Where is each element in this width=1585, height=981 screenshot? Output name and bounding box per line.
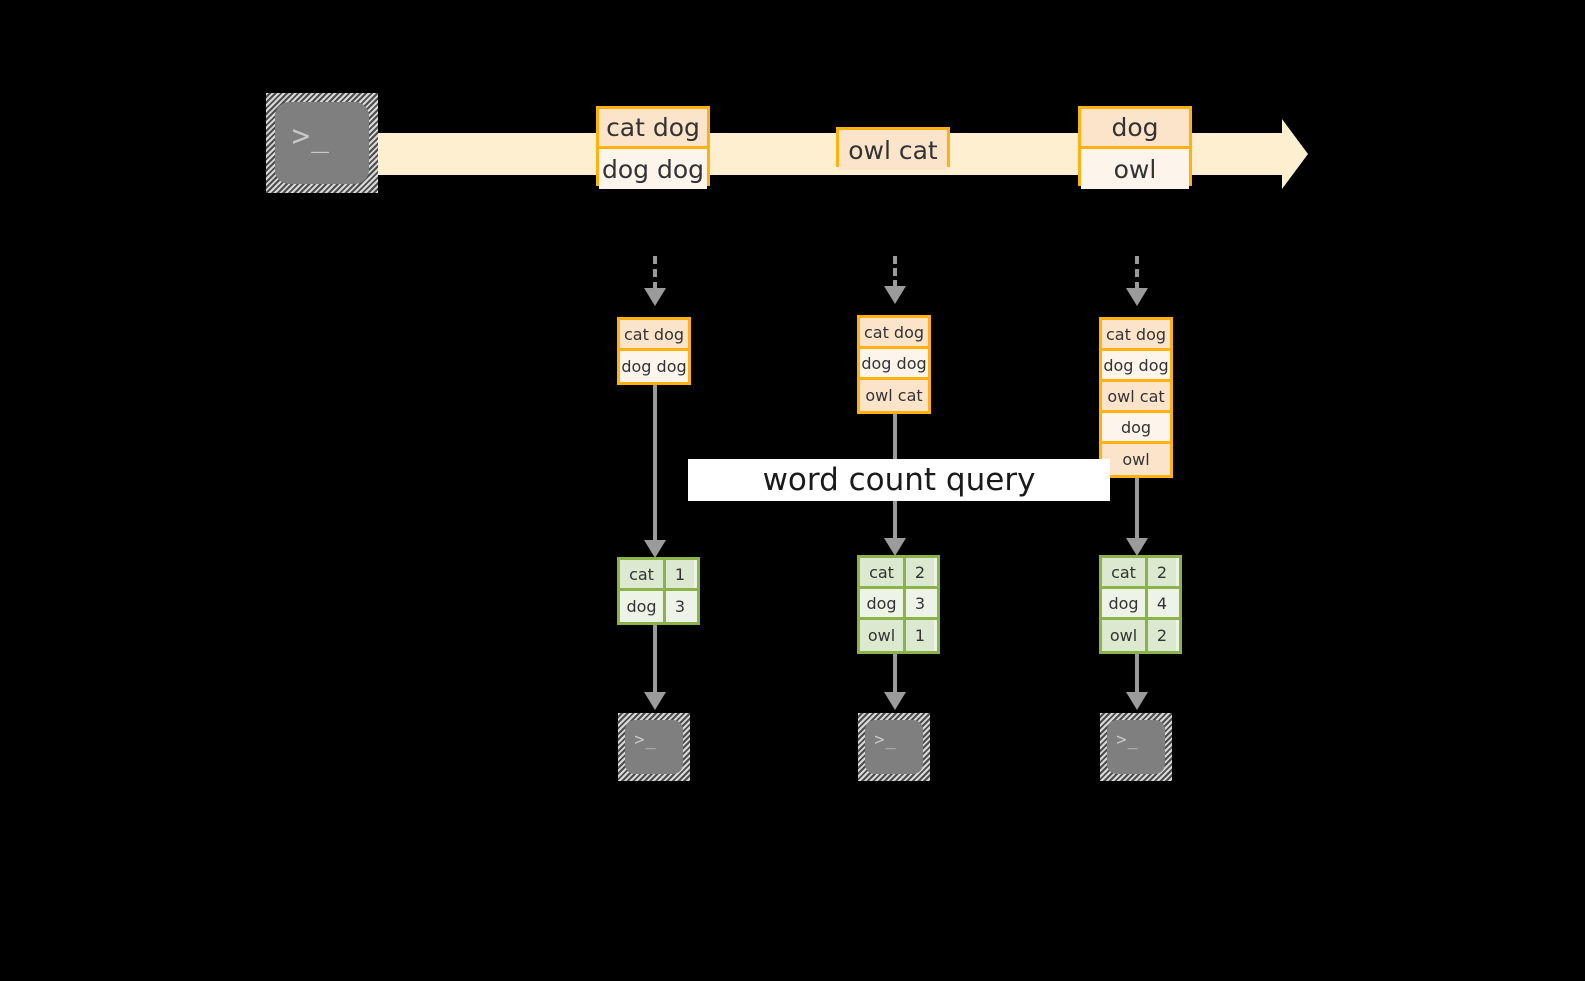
- result-count: 3: [906, 589, 934, 617]
- trigger-3-sink-arrow-head: [1126, 692, 1148, 710]
- stream-record: owl: [1081, 149, 1189, 189]
- trigger-3-input-table: cat dog dog dog owl cat dog owl: [1099, 317, 1173, 478]
- input-row: cat dog: [620, 320, 688, 351]
- result-word: dog: [620, 591, 666, 622]
- trigger-2-sink-connector: [893, 654, 897, 695]
- prompt-glyph: >_: [874, 729, 897, 750]
- stream-record: dog dog: [599, 149, 707, 189]
- trigger-1-result-arrow-head: [644, 540, 666, 558]
- trigger-1-input-table: cat dog dog dog: [617, 317, 691, 385]
- input-row: cat dog: [1102, 320, 1170, 351]
- trigger-1-arrow-head: [644, 288, 666, 306]
- trigger-2-result-arrow-head: [884, 538, 906, 556]
- source-terminal-icon[interactable]: >_: [266, 93, 378, 193]
- stream-batch-2: owl cat: [836, 127, 950, 170]
- stream-record: dog: [1081, 109, 1189, 149]
- result-count: 2: [1148, 620, 1176, 651]
- result-word: cat: [620, 560, 666, 588]
- terminal-screen: >_: [275, 102, 369, 184]
- trigger-3-query-connector: [1135, 478, 1139, 546]
- trigger-3-arrow-head: [1126, 288, 1148, 306]
- result-word: cat: [1102, 558, 1148, 586]
- query-label: word count query: [688, 459, 1110, 501]
- result-row: dog 4: [1102, 589, 1179, 620]
- trigger-1-dashed-connector: [653, 256, 657, 290]
- trigger-3-result-arrow-head: [1126, 538, 1148, 556]
- stream-record: owl cat: [839, 130, 947, 170]
- trigger-2-sink-arrow-head: [884, 692, 906, 710]
- terminal-screen: >_: [625, 720, 683, 774]
- prompt-glyph: >_: [1116, 729, 1139, 750]
- trigger-2-input-table: cat dog dog dog owl cat: [857, 315, 931, 414]
- result-count: 1: [666, 560, 694, 588]
- trigger-1-result-table: cat 1 dog 3: [617, 557, 700, 625]
- stream-batch-1: cat dog dog dog: [596, 106, 710, 189]
- result-count: 4: [1148, 589, 1176, 617]
- result-row: cat 2: [860, 558, 937, 589]
- result-row: dog 3: [860, 589, 937, 620]
- trigger-3-sink-connector: [1135, 654, 1139, 695]
- result-word: cat: [860, 558, 906, 586]
- sink-terminal-icon-1[interactable]: >_: [618, 713, 690, 781]
- stream-record: cat dog: [599, 109, 707, 149]
- result-count: 3: [666, 591, 694, 622]
- input-row: dog dog: [860, 349, 928, 380]
- result-row: owl 1: [860, 620, 937, 651]
- result-count: 1: [906, 620, 934, 651]
- result-row: owl 2: [1102, 620, 1179, 651]
- input-row: owl cat: [860, 380, 928, 411]
- result-word: dog: [1102, 589, 1148, 617]
- trigger-1-sink-arrow-head: [644, 692, 666, 710]
- trigger-2-dashed-connector: [893, 256, 897, 288]
- input-row: dog dog: [620, 351, 688, 382]
- stream-arrow-head: [1282, 119, 1308, 189]
- trigger-1-query-connector: [653, 385, 657, 548]
- input-row: owl: [1102, 444, 1170, 475]
- terminal-screen: >_: [865, 720, 923, 774]
- sink-terminal-icon-3[interactable]: >_: [1100, 713, 1172, 781]
- result-word: owl: [860, 620, 906, 651]
- trigger-2-result-table: cat 2 dog 3 owl 1: [857, 555, 940, 654]
- result-word: dog: [860, 589, 906, 617]
- result-row: cat 1: [620, 560, 697, 591]
- sink-terminal-icon-2[interactable]: >_: [858, 713, 930, 781]
- trigger-2-arrow-head: [884, 286, 906, 304]
- result-row: dog 3: [620, 591, 697, 622]
- trigger-3-dashed-connector: [1135, 256, 1139, 290]
- terminal-screen: >_: [1107, 720, 1165, 774]
- result-row: cat 2: [1102, 558, 1179, 589]
- trigger-3-result-table: cat 2 dog 4 owl 2: [1099, 555, 1182, 654]
- stream-batch-3: dog owl: [1078, 106, 1192, 189]
- input-row: cat dog: [860, 318, 928, 349]
- prompt-glyph: >_: [291, 118, 331, 154]
- input-row: owl cat: [1102, 382, 1170, 413]
- result-count: 2: [1148, 558, 1176, 586]
- result-count: 2: [906, 558, 934, 586]
- input-row: dog: [1102, 413, 1170, 444]
- result-word: owl: [1102, 620, 1148, 651]
- input-row: dog dog: [1102, 351, 1170, 382]
- prompt-glyph: >_: [634, 729, 657, 750]
- trigger-1-sink-connector: [653, 625, 657, 695]
